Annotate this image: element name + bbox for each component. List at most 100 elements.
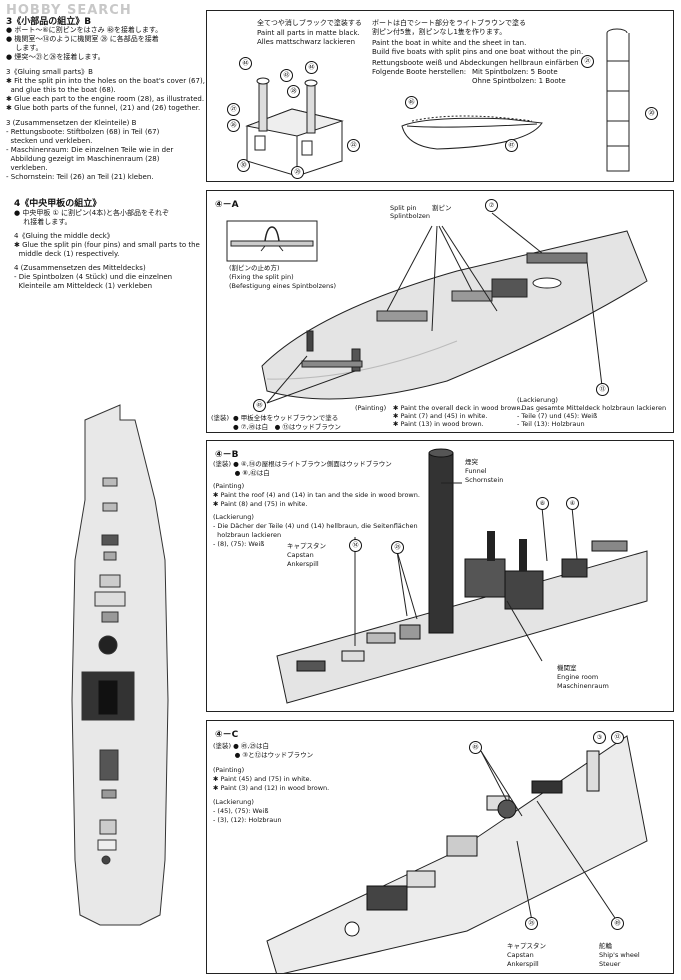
part-callout: ㉘	[287, 85, 300, 98]
boat-note-en: Build five boats with split pins and one…	[372, 48, 584, 56]
boat-note-en: Paint the boat in white and the sheet in…	[372, 39, 527, 47]
part-callout: ㊼	[505, 139, 518, 152]
part-callout: ④	[566, 497, 579, 510]
funnel-en: Funnel	[465, 467, 487, 475]
paint-jp: ● ③と⑫はウッドブラウン	[213, 751, 314, 759]
split-pin-jp: 割ピン	[432, 204, 452, 212]
paint-note-de: Alles mattschwarz lackieren	[257, 38, 356, 46]
part-callout: ⑫	[611, 731, 624, 744]
engine-room-de: Maschinenraum	[557, 682, 609, 690]
step4-title-jp: 4《中央甲板の組立》	[14, 199, 102, 209]
small-parts-illustration	[245, 28, 630, 177]
part-callout: ㊺	[253, 399, 266, 412]
part-callout: ㉒	[347, 139, 360, 152]
de-line: Abbildung gezeigt im Maschinenraum (28)	[6, 155, 160, 163]
lackierung-line: - (45), (75): Weiß	[213, 807, 269, 815]
boat-note-de: Folgende Boote herstellen:	[372, 68, 467, 76]
panel-step-4b: ④－B (塗装) ● ④,⑭の屋根はライトブラウン側面はウッドブラウン ● ⑧,…	[206, 440, 674, 712]
boat-note-jp: 割ピン付5隻，割ピンなし1隻を作ります。	[372, 28, 507, 36]
painting-en-line: ✱ Paint (13) in wood brown.	[393, 420, 484, 428]
lackierung-line: - Die Dächer der Teile (4) und (14) hell…	[213, 522, 418, 530]
en-title: 4《Gluing the middle deck》	[14, 232, 114, 240]
jp-line: します。	[6, 44, 43, 52]
deck-4a-illustration	[226, 212, 648, 404]
jp-line: ● 機関室～⑭のように機関室 ㉘ に各部品を接着	[6, 35, 159, 43]
part-callout: ㉖	[227, 119, 240, 132]
paint-note-jp: 全てつや消しブラックで塗装する	[257, 19, 362, 27]
lackierung-line: - (8), (75): Weiß	[213, 540, 265, 548]
wheel-en: Ship's wheel	[599, 951, 640, 959]
part-callout: ⑭	[349, 539, 362, 552]
part-callout: ⑳	[645, 107, 658, 120]
capstan-jp: キャプスタン	[287, 542, 326, 550]
de-line: Kleinteile am Mitteldeck (1) verkleben	[14, 282, 153, 290]
part-callout: ㊺	[469, 741, 482, 754]
panel-step-4c: ④－C (塗装) ● ㊺,㉕は白 ● ③と⑫はウッドブラウン (Painting…	[206, 720, 674, 974]
boat-note-de: Rettungsboote weiß und Abdeckungen hellb…	[372, 59, 579, 67]
deck-4b-illustration	[276, 448, 648, 704]
engine-room-en: Engine room	[557, 673, 599, 681]
paint-note-en: Paint all parts in matte black.	[257, 29, 360, 37]
jp-line: れ接着します。	[14, 218, 72, 226]
panel-small-parts-b: 全てつや消しブラックで塗装する Paint all parts in matte…	[206, 10, 674, 182]
painting-en-line: ✱ Paint the roof (4) and (14) in tan and…	[213, 491, 420, 499]
de-line: verkleben.	[6, 164, 48, 172]
de-line: stecken und verkleben.	[6, 137, 93, 145]
lackierung-line: - (3), (12): Holzbraun	[213, 816, 282, 824]
funnel-jp: 煙突	[465, 458, 478, 466]
lackierung: (Lackierung)	[213, 798, 254, 806]
capstan-de: Ankerspill	[507, 960, 539, 968]
part-callout: ㉚	[237, 159, 250, 172]
lackierung: (Lackierung)	[213, 513, 254, 521]
split-pin-en: Split pin	[390, 204, 417, 212]
jp-line: ● 中央甲板 ① に割ピン(4本)と各小部品をそれぞ	[14, 209, 169, 217]
painting-en: (Painting)	[213, 482, 245, 490]
part-callout: ⑧	[536, 497, 549, 510]
boat-note-de: Mit Spintbolzen: 5 Boote	[472, 68, 558, 76]
paint-jp: (塗装) ● ㊺,㉕は白	[213, 742, 269, 750]
paint-jp: ● ⑧,㊷は白	[213, 469, 270, 477]
painting-en-line: ✱ Paint the overall deck in wood brown.	[393, 404, 523, 412]
painting-en: (Painting)	[213, 766, 245, 774]
paint-jp: ● 甲板全体をウッドブラウンで塗る	[233, 414, 339, 422]
boat-note-de: Ohne Spintbolzen: 1 Boote	[472, 77, 566, 85]
jp-line: ● ボート～⑥に割ピンをはさみ ㊽を接着します。	[6, 26, 163, 34]
split-pin-de: Splintbolzen	[390, 212, 430, 220]
wheel-jp: 舵輪	[599, 942, 612, 950]
en-line: and glue this to the boat (68).	[6, 86, 116, 94]
pin-caption-de: (Befestigung eines Spintbolzens)	[229, 282, 337, 290]
part-callout: ㊻	[405, 96, 418, 109]
panel-step-4a: ④－A (割ピンの止め方) (Fixing the split pin) (Be…	[206, 190, 674, 433]
capstan-jp: キャプスタン	[507, 942, 546, 950]
paint-label-jp: (塗装)	[211, 414, 230, 422]
part-callout: ③	[593, 731, 606, 744]
painting-en: (Painting)	[355, 404, 387, 412]
left-mid-instructions: 4《中央甲板の組立》 ● 中央甲板 ① に割ピン(4本)と各小部品をそれぞ れ接…	[14, 196, 200, 296]
de-title: 3 (Zusammensetzen der Kleinteile) B	[6, 119, 137, 127]
panel-title: ④－A	[215, 200, 239, 210]
left-top-instructions: 3《小部品の組立》B ● ボート～⑥に割ピンをはさみ ㊽を接着します。 ● 機関…	[6, 14, 205, 184]
en-line: ✱ Glue each part to the engine room (28)…	[6, 95, 205, 103]
lackierung-line: - Teile (7) und (45): Weiß	[517, 412, 598, 420]
watermark: HOBBY SEARCH	[6, 3, 132, 18]
paint-jp: (塗装) ● ④,⑭の屋根はライトブラウン側面はウッドブラウン	[213, 460, 392, 468]
lackierung: (Lackierung)	[517, 396, 558, 404]
part-callout: ㉙	[291, 166, 304, 179]
de-line: - Rettungsboote: Stiftbolzen (68) in Tei…	[6, 128, 160, 136]
en-line: ✱ Glue both parts of the funnel, (21) an…	[6, 104, 201, 112]
de-title: 4 (Zusammensetzen des Mitteldecks)	[14, 264, 146, 272]
en-title: 3《Gluing small parts》B	[6, 68, 93, 76]
panel-title: ④－B	[215, 450, 239, 460]
part-callout: ㉕	[525, 917, 538, 930]
part-callout: ㉗	[227, 103, 240, 116]
engine-room-jp: 機関室	[557, 664, 577, 672]
panel-title: ④－C	[215, 730, 239, 740]
de-line: - Schornstein: Teil (26) an Teil (21) kl…	[6, 173, 154, 181]
en-line: middle deck (1) respectively.	[14, 250, 120, 258]
part-callout: ㊾	[611, 917, 624, 930]
part-callout: ㉑	[581, 55, 594, 68]
boat-note-jp: ボートは白でシート部分をライトブラウンで塗る	[372, 19, 526, 27]
funnel-de: Schornstein	[465, 476, 504, 484]
capstan-en: Capstan	[507, 951, 534, 959]
part-callout: ⑦	[485, 199, 498, 212]
